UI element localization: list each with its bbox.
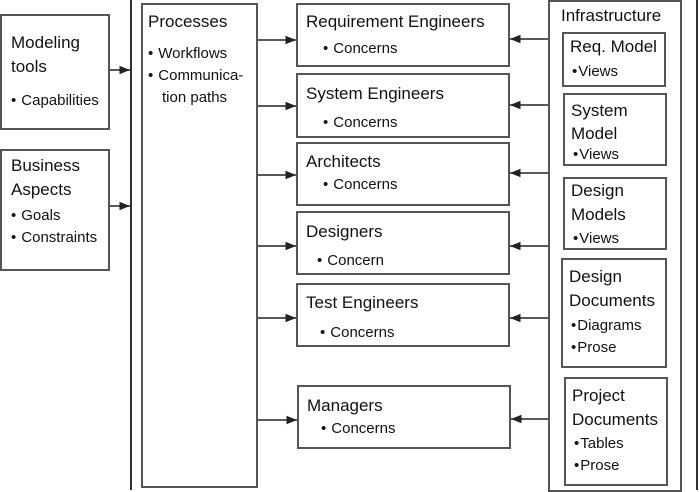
infra-design-models: Design Models Views [563,177,667,250]
infra-item-title-line2: Model [571,124,618,143]
stakeholder-title: Requirement Engineers [306,12,485,31]
infra-item-bullet: Views [572,61,618,83]
infra-item-title-line1: Project [572,386,625,405]
stakeholder-test-engineers: Test Engineers Concerns [296,283,510,347]
modeling-tools-title-line1: Modeling [11,33,80,52]
infra-item-title-line2: Documents [572,410,658,429]
processes-title: Processes [148,12,228,31]
business-aspects-bullet-goals: Goals [11,205,60,227]
modeling-tools-bullet-capabilities: Capabilities [11,90,99,112]
stakeholder-title: Architects [306,152,381,171]
stakeholder-requirement-engineers: Requirement Engineers Concerns [296,3,510,67]
stakeholder-title: Managers [307,396,383,415]
infra-item-title-line2: Documents [569,291,655,310]
infra-system-model: System Model Views [563,93,667,166]
stakeholder-bullet: Concerns [323,38,397,60]
stakeholder-bullet: Concerns [323,174,397,196]
processes-bullet-communication: Communica- [148,65,243,87]
infra-design-documents: Design Documents Diagrams Prose [561,258,667,368]
infra-item-bullet: Diagrams [571,315,641,337]
processes-box: Processes Workflows Communica- tion path… [141,3,258,488]
business-aspects-title-line2: Aspects [11,180,72,199]
stakeholder-bullet: Concerns [323,112,397,134]
infra-item-title-line1: Design [571,181,624,200]
infrastructure-title: Infrastructure [561,6,662,25]
stakeholder-title: Designers [306,222,383,241]
stakeholder-bullet: Concerns [321,418,395,440]
stakeholder-designers: Designers Concern [296,211,510,275]
left-frame-line [130,0,132,490]
stakeholder-system-engineers: System Engineers Concerns [296,73,510,138]
infra-req-model: Req. Model Views [562,32,666,87]
modeling-tools-title-line2: tools [11,57,47,76]
infra-item-bullet: Prose [571,337,616,359]
processes-bullet-continuation: tion paths [162,89,228,106]
right-frame-line [696,0,698,490]
business-aspects-title-line1: Business [11,156,80,175]
stakeholder-bullet: Concerns [320,322,394,344]
infra-item-bullet: Views [573,228,619,250]
infra-project-documents: Project Documents Tables Prose [564,377,668,486]
infra-item-title: Req. Model [570,37,657,56]
infra-item-title-line1: Design [569,267,622,286]
infra-item-title-line2: Models [571,205,626,224]
stakeholder-managers: Managers Concerns [297,385,511,449]
infra-item-bullet: Views [573,144,619,166]
processes-bullet-workflows: Workflows [148,43,227,65]
infra-item-bullet: Prose [574,455,619,477]
infra-item-title-line1: System [571,101,628,120]
infra-item-bullet: Tables [574,433,623,455]
business-aspects-bullet-constraints: Constraints [11,227,97,249]
stakeholder-bullet: Concern [317,250,384,272]
stakeholder-title: System Engineers [306,84,444,103]
business-aspects-box: Business Aspects Goals Constraints [0,149,110,271]
stakeholder-title: Test Engineers [306,293,419,312]
modeling-tools-box: Modeling tools Capabilities [0,14,110,130]
stakeholder-architects: Architects Concerns [296,142,510,206]
